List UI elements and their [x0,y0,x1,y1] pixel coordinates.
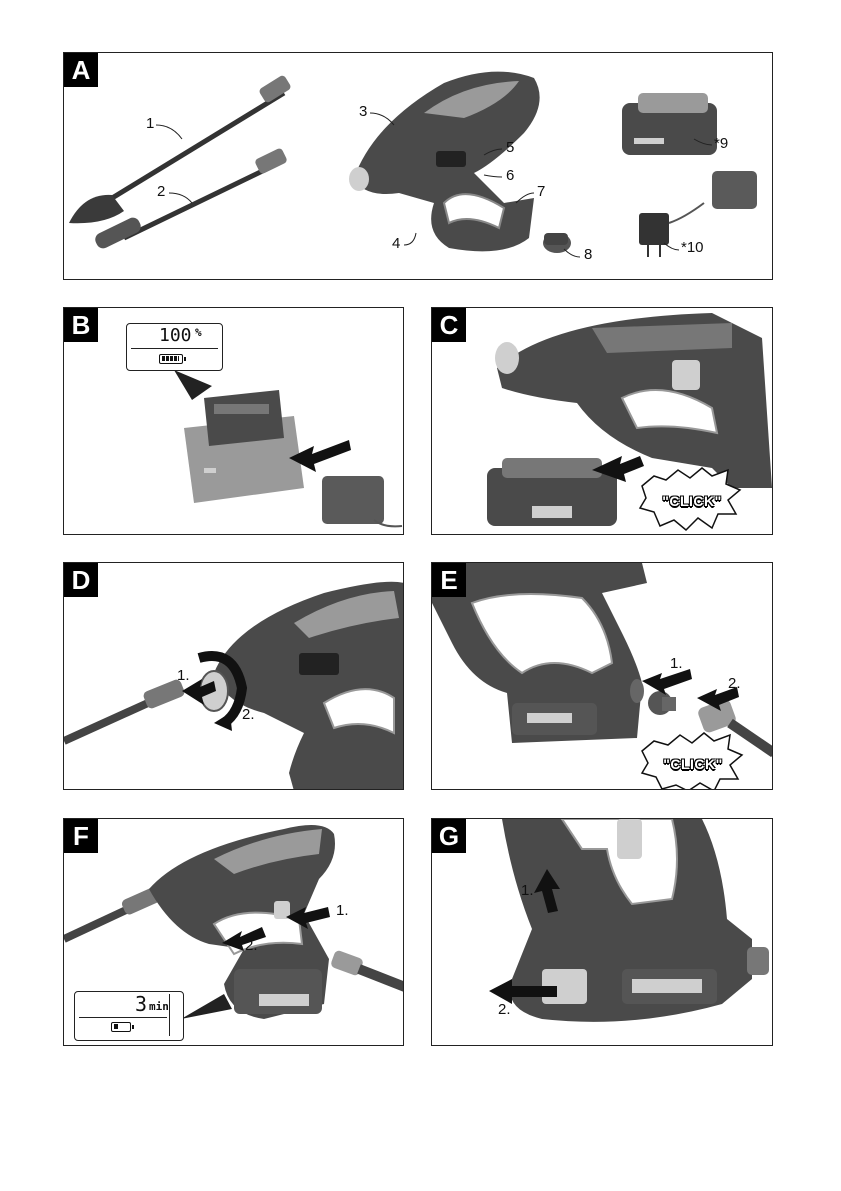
charge-value: 100 [159,325,192,346]
battery-pack [622,93,717,155]
part-label-3: 3 [359,103,367,120]
panel-a: A [63,52,773,280]
runtime-unit: min [149,1000,169,1013]
step-label-1: 1. [177,667,190,684]
step-label-2: 2. [728,675,741,692]
panel-letter-g: G [432,819,466,853]
panel-b-illustration [64,308,404,535]
step-label-2: 2. [498,1001,511,1018]
spray-lance [64,678,186,741]
hose-adapter [648,691,676,715]
click-text: "CLICK" [663,756,723,772]
panel-d: D 1. 2. [63,562,404,790]
panel-letter-a: A [64,53,98,87]
garden-hose [330,949,404,987]
part-label-6: 6 [506,167,514,184]
charger-plug [322,476,402,526]
step-label-1: 1. [521,882,534,899]
battery-low-icon [111,1022,131,1032]
panel-letter-b: B [64,308,98,342]
panel-letter-f: F [64,819,98,853]
panel-letter-e: E [432,563,466,597]
part-label-2: 2 [157,183,165,200]
part-label-10: *10 [681,239,704,256]
click-text: "CLICK" [662,493,722,509]
pressure-gun-body [349,72,540,252]
panel-e: E 1. 2. "CLICK" [431,562,773,790]
part-label-1: 1 [146,115,154,132]
panel-g: G 1. 2. [431,818,773,1046]
click-indicator: "CLICK" [645,751,741,777]
runtime-value: 3 [135,992,147,1016]
panel-letter-d: D [64,563,98,597]
part-label-9: *9 [714,135,728,152]
step-label-1: 1. [670,655,683,672]
part-label-8: 8 [584,246,592,263]
battery-level-icon [159,354,183,364]
panel-d-illustration [64,563,404,790]
step-label-2: 2. [245,937,258,954]
panel-g-illustration [432,819,773,1046]
step-label-1: 1. [336,902,349,919]
panel-letter-c: C [432,308,466,342]
hose-adapter [543,233,571,253]
panel-b: B 100 % [63,307,404,535]
runtime-display: 3 min [74,991,184,1041]
panel-c: C "CLICK" [431,307,773,535]
spray-lance-flat [93,147,288,250]
spray-lance [64,886,162,939]
panel-f: F 1. 2. 3 min [63,818,404,1046]
battery-charge-display: 100 % [126,323,223,371]
panel-a-illustration [64,53,773,280]
part-label-5: 5 [506,139,514,156]
charge-unit: % [195,326,202,339]
step-label-2: 2. [242,706,255,723]
spray-lance-rotary [69,74,292,223]
click-indicator: "CLICK" [644,488,740,514]
battery-on-charger [184,390,304,503]
part-label-4: 4 [392,235,400,252]
part-label-7: 7 [537,183,545,200]
